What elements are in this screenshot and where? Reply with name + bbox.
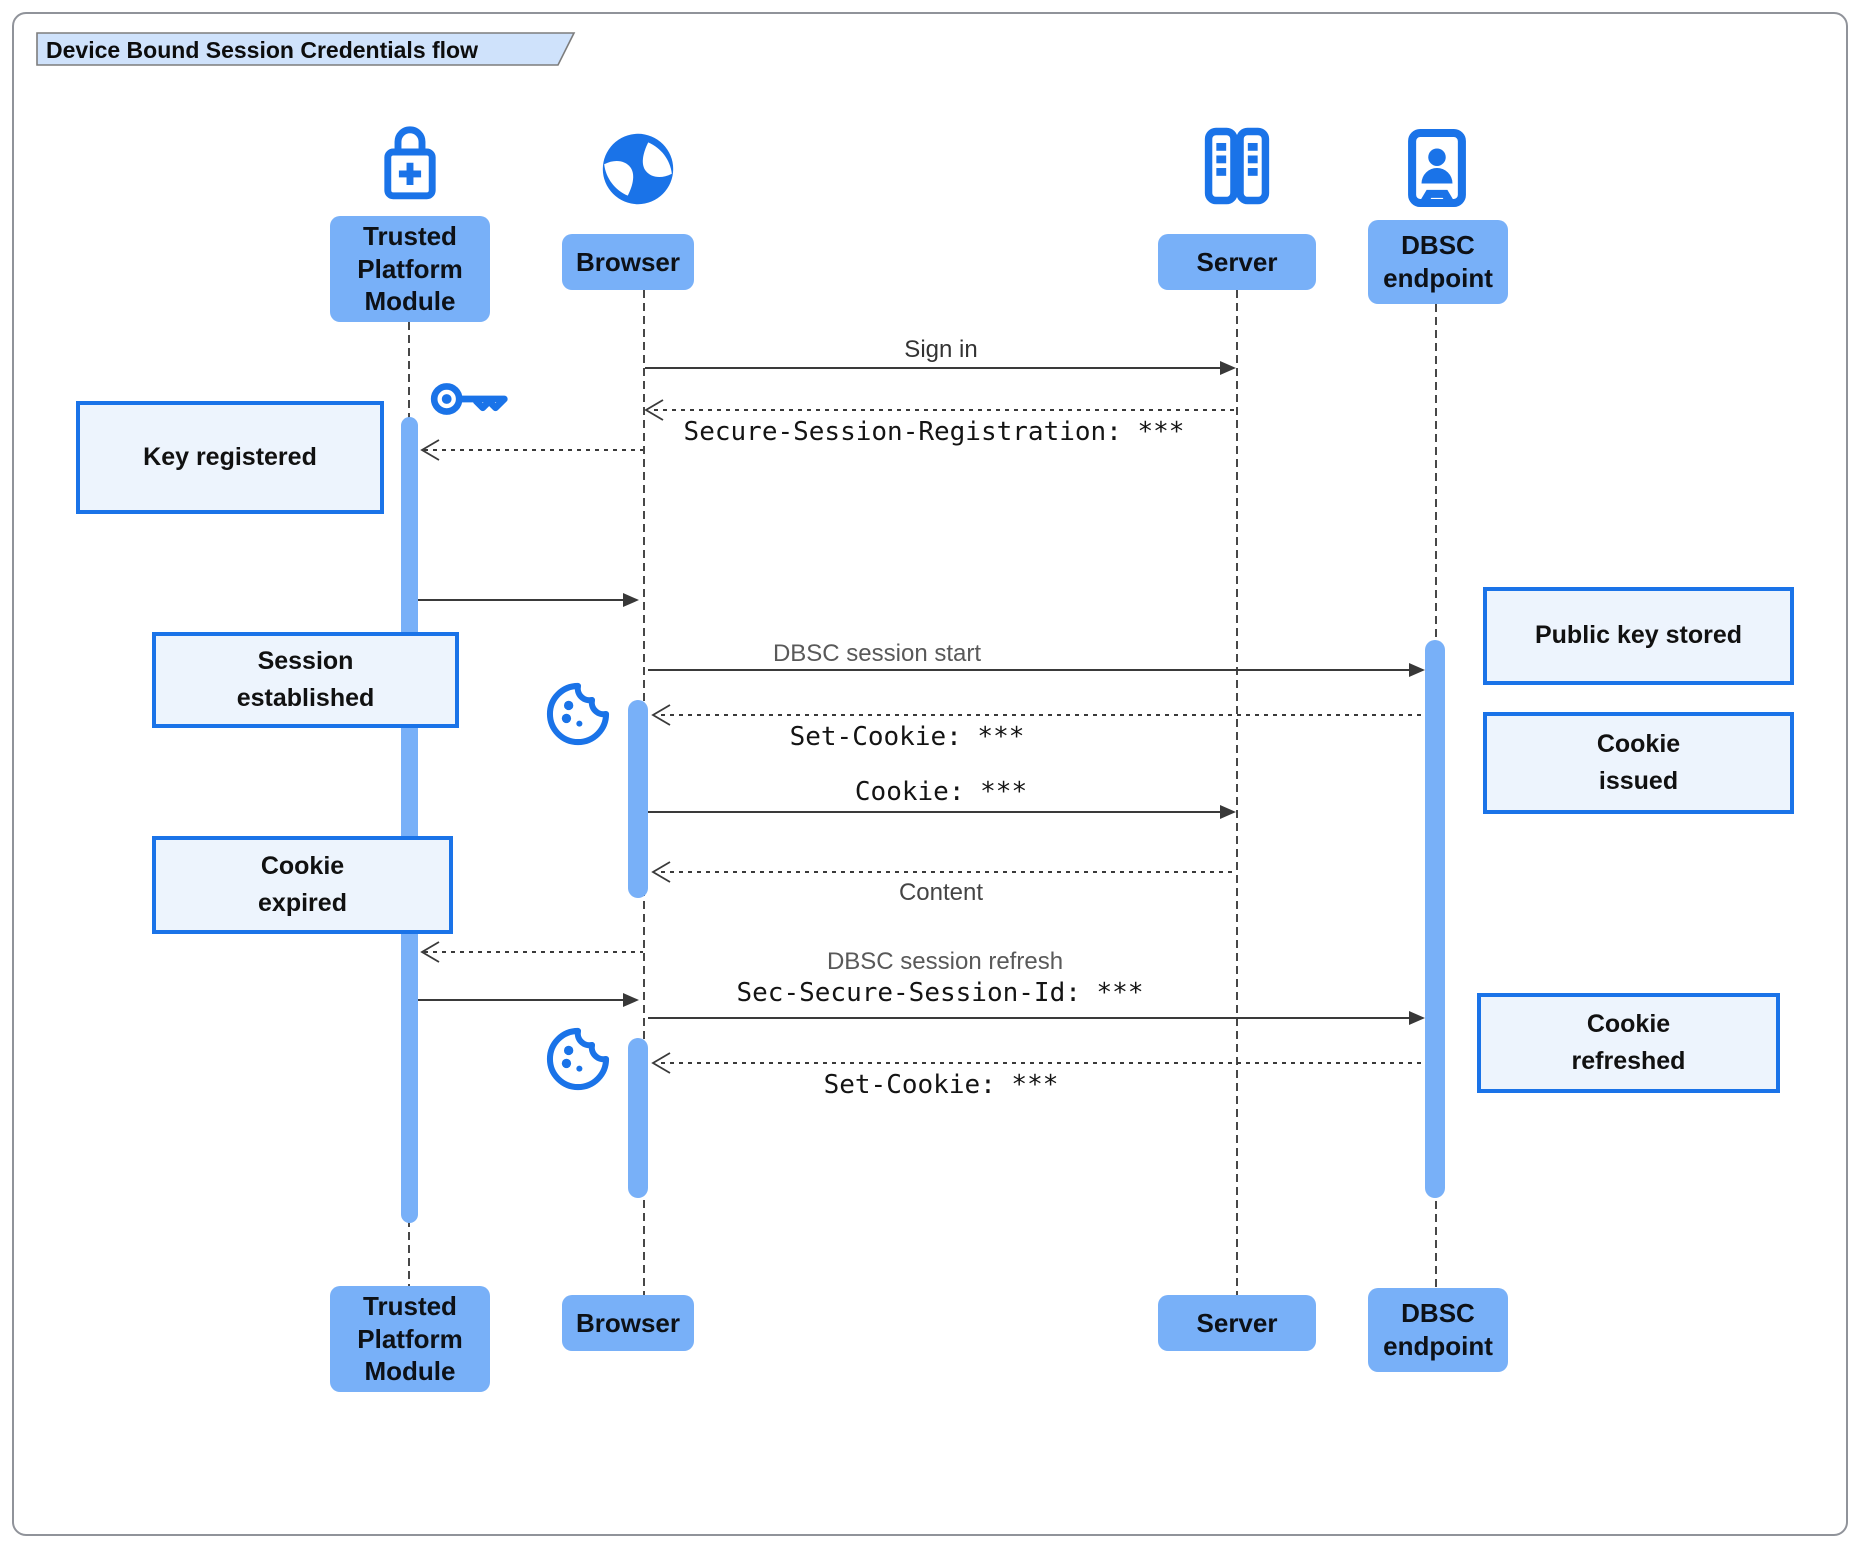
message-line-register-key bbox=[424, 449, 643, 451]
message-line-dbsc-session-start bbox=[648, 669, 1409, 671]
note-cookie-expired: Cookie expired bbox=[152, 836, 453, 934]
activation-browser-2 bbox=[628, 1038, 648, 1198]
title-tab-shape bbox=[36, 32, 576, 66]
actor-label-server-top: Server bbox=[1158, 234, 1316, 290]
message-label-sec-secure-session-id: Sec-Secure-Session-Id: *** bbox=[736, 978, 1144, 1008]
message-label-set-cookie-2: Set-Cookie: *** bbox=[823, 1070, 1059, 1100]
lifeline-server bbox=[1236, 290, 1238, 1297]
actor-label-server-bottom: Server bbox=[1158, 1295, 1316, 1351]
open-arrowhead-icon bbox=[651, 861, 671, 883]
message-line-request-signature bbox=[424, 951, 643, 953]
diagram-border bbox=[12, 12, 1848, 1536]
note-session-established: Session established bbox=[152, 632, 459, 728]
open-arrowhead-icon bbox=[420, 941, 440, 963]
message-label-set-cookie-1: Set-Cookie: *** bbox=[789, 722, 1025, 752]
activation-tpm bbox=[401, 417, 418, 1223]
arrowhead-icon bbox=[1220, 805, 1236, 819]
open-arrowhead-icon bbox=[651, 704, 671, 726]
cookie-icon bbox=[546, 682, 610, 746]
message-line-dbsc-session-refresh bbox=[648, 1017, 1409, 1019]
note-cookie-refreshed: Cookie refreshed bbox=[1477, 993, 1780, 1093]
note-cookie-issued: Cookie issued bbox=[1483, 712, 1794, 814]
actor-label-dbsc-bottom: DBSC endpoint bbox=[1368, 1288, 1508, 1372]
server-racks-icon bbox=[1204, 127, 1270, 205]
open-arrowhead-icon bbox=[644, 399, 664, 421]
message-label-secure-session-registration: Secure-Session-Registration: *** bbox=[683, 417, 1185, 447]
arrowhead-icon bbox=[623, 593, 639, 607]
message-line-key-attested bbox=[418, 599, 623, 601]
note-public-key-stored: Public key stored bbox=[1483, 587, 1794, 685]
message-label-dbsc-session-refresh: DBSC session refresh bbox=[826, 948, 1064, 975]
message-label-sign-in: Sign in bbox=[904, 336, 978, 363]
message-line-secure-session-registration bbox=[654, 409, 1236, 411]
arrowhead-icon bbox=[623, 993, 639, 1007]
activation-browser-1 bbox=[628, 700, 648, 898]
cookie-icon bbox=[546, 1027, 610, 1091]
actor-label-browser-bottom: Browser bbox=[562, 1295, 694, 1351]
arrowhead-icon bbox=[1409, 1011, 1425, 1025]
actor-label-tpm-top: Trusted Platform Module bbox=[330, 216, 490, 322]
endpoint-kiosk-icon bbox=[1408, 128, 1466, 208]
message-line-set-cookie-2 bbox=[661, 1062, 1425, 1064]
message-line-set-cookie-1 bbox=[661, 714, 1425, 716]
open-arrowhead-icon bbox=[651, 1052, 671, 1074]
globe-icon bbox=[602, 133, 674, 205]
message-line-cookie bbox=[648, 811, 1220, 813]
message-label-content: Content bbox=[898, 879, 984, 906]
message-label-cookie: Cookie: *** bbox=[854, 777, 1028, 807]
note-key-registered: Key registered bbox=[76, 401, 384, 514]
message-line-sign-in bbox=[645, 367, 1220, 369]
diagram-title: Device Bound Session Credentials flow bbox=[46, 37, 478, 63]
actor-label-dbsc-top: DBSC endpoint bbox=[1368, 220, 1508, 304]
message-line-signature bbox=[418, 999, 623, 1001]
open-arrowhead-icon bbox=[420, 439, 440, 461]
message-line-content bbox=[661, 871, 1236, 873]
message-label-dbsc-session-start: DBSC session start bbox=[772, 640, 982, 667]
activation-dbsc bbox=[1425, 640, 1445, 1198]
arrowhead-icon bbox=[1409, 663, 1425, 677]
actor-label-tpm-bottom: Trusted Platform Module bbox=[330, 1286, 490, 1392]
actor-label-browser-top: Browser bbox=[562, 234, 694, 290]
arrowhead-icon bbox=[1220, 361, 1236, 375]
lock-plus-icon bbox=[384, 126, 436, 200]
key-icon bbox=[430, 383, 508, 415]
